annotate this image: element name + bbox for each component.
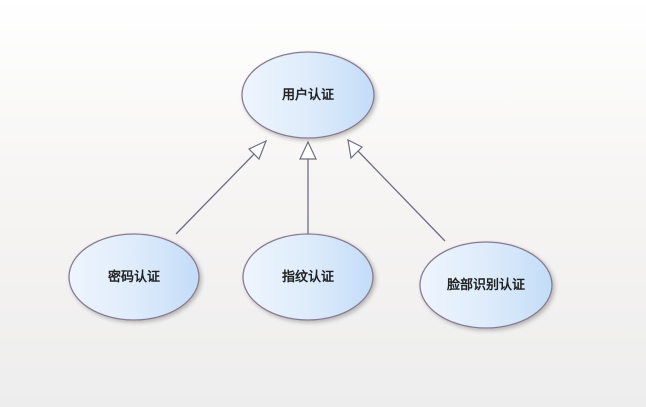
use-case-label: 指纹认证 xyxy=(282,269,334,285)
generalization-edge-fingerprint xyxy=(299,140,317,234)
use-case-fingerprint-authentication[interactable]: 指纹认证 xyxy=(242,233,374,321)
use-case-password-authentication[interactable]: 密码认证 xyxy=(68,233,200,321)
generalization-edge-password xyxy=(175,139,268,235)
use-case-user-authentication[interactable]: 用户认证 xyxy=(241,51,375,139)
use-case-label: 脸部识别认证 xyxy=(447,277,525,293)
use-case-face-recognition-authentication[interactable]: 脸部识别认证 xyxy=(419,241,553,329)
use-case-label: 用户认证 xyxy=(281,87,334,103)
generalization-edge-face xyxy=(347,138,446,242)
use-case-label: 密码认证 xyxy=(107,269,160,285)
